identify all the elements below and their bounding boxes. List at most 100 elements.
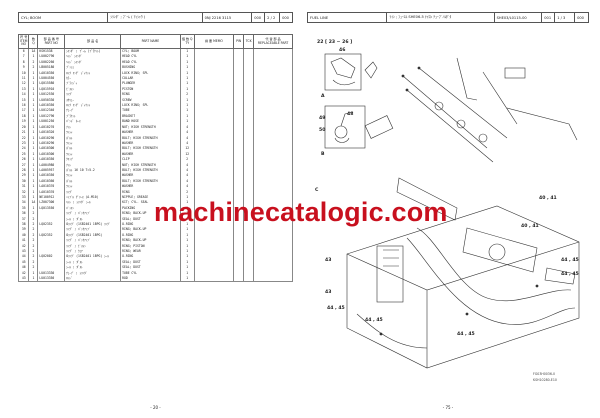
cell-replaceable [253,54,293,60]
cell-replaceable [253,249,293,255]
cell-jp-name: ﾌﾟﾗﾝｼﾞｬ [64,81,122,87]
cell-replaceable [253,162,293,168]
cell-tck [243,135,255,141]
cell-item-no: 23 [17,140,30,147]
col-q: 数 Q [28,34,39,49]
cell-replaceable [253,97,293,104]
cell-part-name: PISTON [120,86,181,93]
cell-replaceable [253,222,293,228]
parts-table: 符 号 ITEM NO 数 Q 部 品 番 号 PART NO 部 品 名 PA… [17,34,293,283]
cell-replaceable [253,232,293,239]
cell-qty: 1 [179,270,195,277]
callout-c: C [315,188,319,193]
watermark: machinecatalogic.com [154,197,448,227]
cell-qty: 1 [179,76,195,82]
cell-jp-name: ｷｯﾄ ; ｼﾘﾝﾀﾞ ｼｰﾙ [64,200,122,206]
cell-jp-name: ﾌﾞﾗｹｯﾄ [64,113,122,120]
callout-44-45-b: 44 , 45 [561,272,579,277]
cell-qty: 1 [179,65,195,71]
figure-ref-1: FG03H0036-0 [533,372,556,376]
figure-ref-2: KSH10280-E10 [533,378,557,382]
callout-46: 46 [339,48,346,53]
cell-part-name: NUT; HIGH STRENGTH [120,162,181,168]
cell-jp-name: ﾌﾞｯｼｭ [64,65,122,71]
cell-part-name: TUBE CYL [120,270,181,277]
callout-49: 49 [319,116,326,121]
coupler-1 [434,101,444,111]
cell-jp-name: ｼｰﾙ ; ﾀﾞｽﾄ [64,216,122,222]
cell-part-name: RING [120,92,181,98]
page-number: - 75 - [442,405,454,410]
cell-jp-name: ﾜｯｼｬ [64,140,122,147]
cell-qty: 12 [179,146,195,152]
cell-part-name: ROD [120,276,181,283]
cell-qty: 1 [179,113,195,120]
engine-block [462,227,538,273]
cell-item-no: 12 [17,81,30,87]
col-memo: 摘 要 MEMO [193,34,235,49]
cell-part-name: RING; BACK-UP [120,238,181,244]
cell-item-no: 30 [17,178,30,185]
cell-item-no: 32 [17,189,30,195]
engine-pulley [488,243,506,261]
cell-jp-name: ﾛｯｸ ﾘﾝｸﾞ ｼﾞｬｹｯﾄ [64,70,122,77]
cell-item-no: 24 [17,146,30,152]
cell-jp-name: ﾘﾝｸﾞ [64,92,122,98]
cell-jp-name: ﾘﾝｸﾞ ; ｳｪｱ [64,249,122,255]
cell-tck [243,222,255,228]
cell-replaceable [253,140,293,147]
cell-qty: 1 [179,194,195,201]
cell-part-name: WASHER [120,140,181,147]
cell-qty: 4 [179,167,195,174]
cell-replaceable [253,124,293,131]
fuel-filter [364,115,394,139]
cell-qty: 1 [179,81,195,87]
cell-qty: 1 [179,211,195,217]
cell-replaceable [253,189,293,195]
cell-jp-name: ﾅｯﾄ [64,162,122,168]
machine-frame [346,205,580,369]
cell-part-name: WASHER [120,130,181,136]
cell-tck [243,232,255,239]
cell-jp-name: ﾘﾝｸﾞ ; ﾋﾟｽﾄﾝ [64,243,122,250]
cell-part-name: BRACKET [120,113,181,120]
page-header: FUEL LINE ﾗｲﾝ ; ﾌｭｰｴﾙ SHE06-5 ﾅｲﾛﾝ ﾁｭｰﾌﾞ… [307,12,589,23]
cell-jp-name: ﾘﾝｸﾞ [64,189,122,195]
cell-replaceable [253,167,293,174]
cell-item-no: 22 [17,135,30,141]
cell-jp-name: ﾎﾞﾙﾄ [64,146,122,152]
cell-part-name: PACKING [120,205,181,212]
hose-a [332,79,356,86]
frame-edges [346,241,580,368]
cell-replaceable [253,151,293,158]
cell-jp-name: ﾎﾞﾙﾄ [64,135,122,141]
callout-b: B [321,152,325,157]
inset-b-box [324,105,366,149]
cell-jp-name: Oﾘﾝｸﾞ (1SB2401 1BPG) ｼｰﾙ [64,254,122,260]
cell-replaceable [253,254,293,260]
cell-tck [243,276,255,283]
filter-cap [334,125,348,139]
cell-replaceable [253,157,293,163]
cell-part-name: COLLAR [120,76,181,82]
cell-replaceable [253,113,293,120]
cell-jp-name: Oﾘﾝｸﾞ (1SB2401 1BPG) ﾘﾝｸﾞ [64,222,122,228]
cell-tck [243,265,255,271]
cell-item-no: 28 [17,167,30,174]
cell-qty: 1 [179,86,195,93]
cell-qty: 12 [179,151,195,158]
cell-item-no: 25 [17,151,30,158]
inset-a-box [324,53,362,91]
cell-jp-name: ﾎﾞﾙﾄ 16 10 T=5.2 [64,167,122,174]
